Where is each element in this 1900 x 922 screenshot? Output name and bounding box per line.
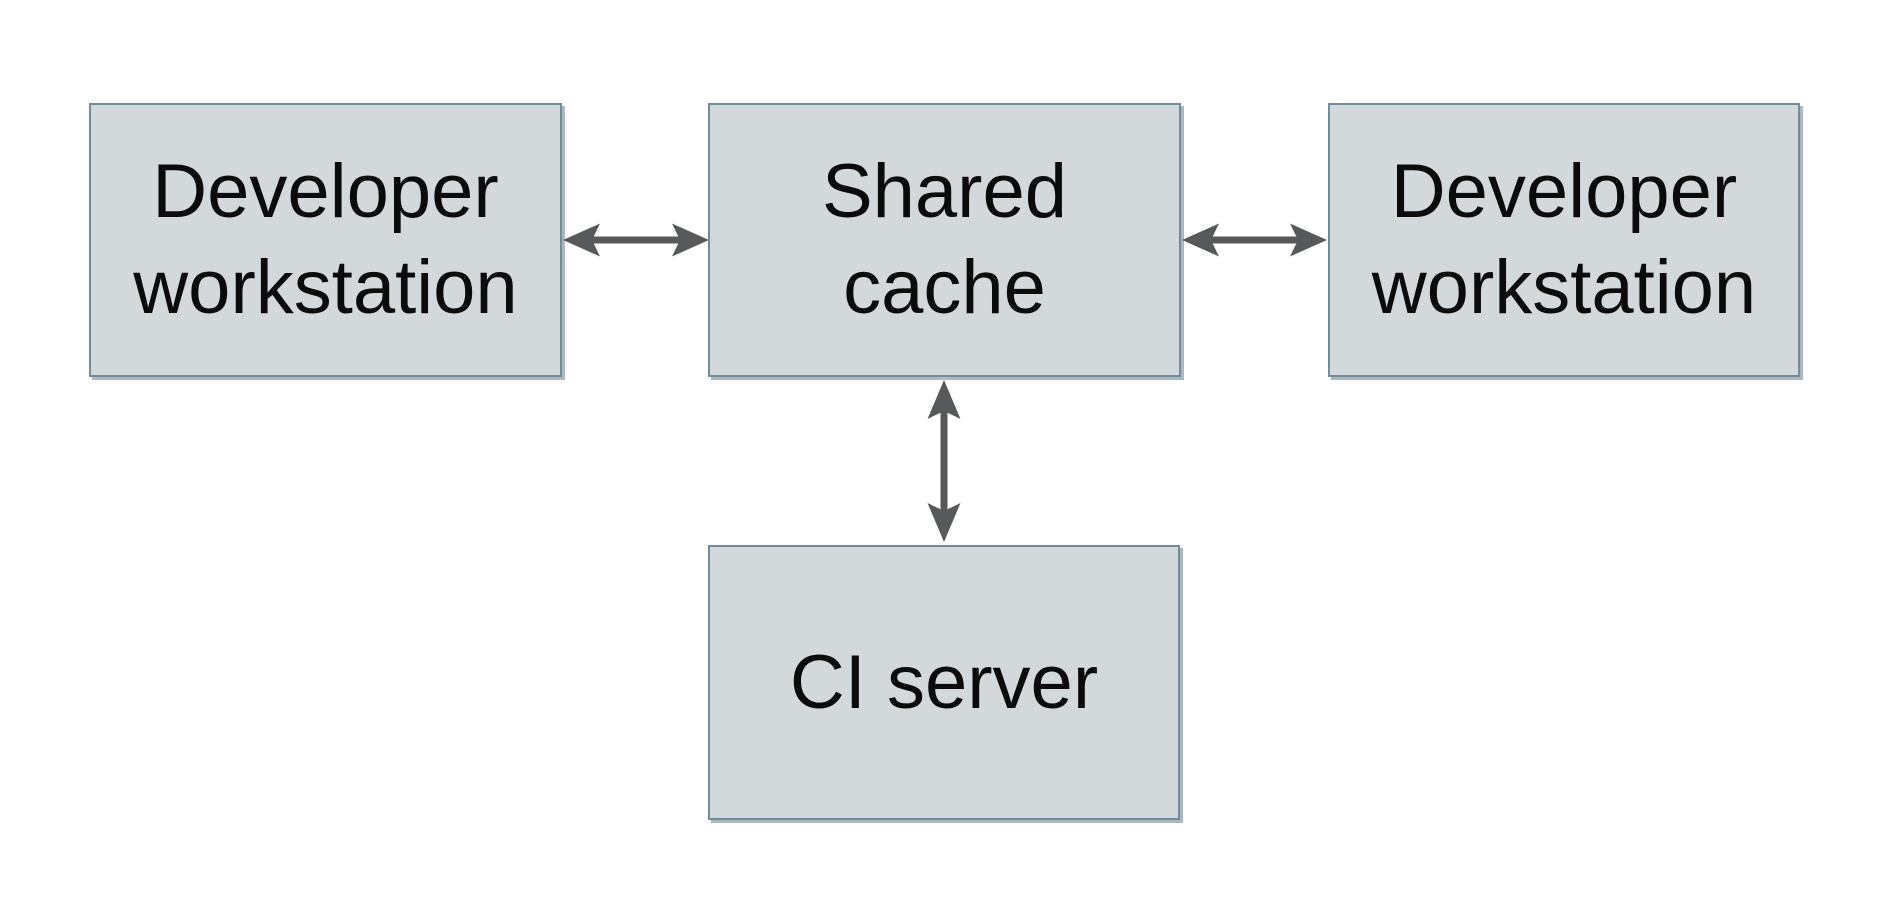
node-developer-workstation-left: Developer workstation	[89, 103, 562, 377]
node-ci-server: CI server	[708, 545, 1180, 820]
bidirectional-arrow-workstation-left-shared-cache	[562, 218, 710, 262]
node-developer-workstation-right: Developer workstation	[1328, 103, 1800, 377]
node-label-developer-workstation-right: Developer workstation	[1371, 149, 1757, 330]
bidirectional-arrow-shared-cache-workstation-right	[1181, 218, 1328, 262]
node-label-developer-workstation-left: Developer workstation	[133, 149, 518, 330]
node-label-shared-cache: Shared cache	[821, 149, 1068, 330]
node-label-ci-server: CI server	[789, 639, 1099, 725]
bidirectional-arrow-shared-cache-ci-server	[922, 379, 966, 543]
node-shared-cache: Shared cache	[708, 103, 1181, 377]
